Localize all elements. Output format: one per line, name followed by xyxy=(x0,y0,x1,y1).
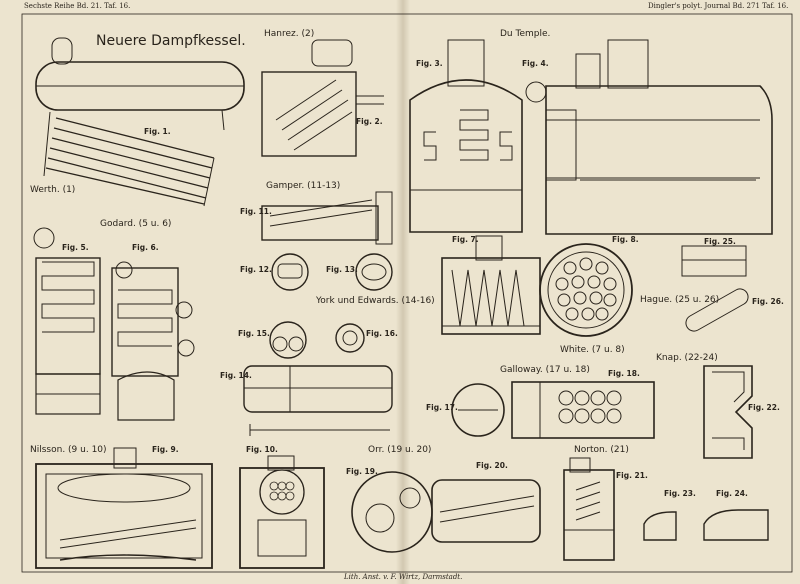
drawing-du-temple-fig3 xyxy=(409,39,523,233)
fig-label-19: Fig. 19. xyxy=(346,467,378,476)
label-gamper: Gamper. (11-13) xyxy=(266,181,341,191)
label-norton: Norton. (21) xyxy=(574,445,629,455)
drawing-galloway xyxy=(451,381,655,439)
fig-label-12: Fig. 12. xyxy=(240,265,272,274)
plate-border xyxy=(21,13,793,573)
fig-label-10: Fig. 10. xyxy=(246,445,278,454)
drawing-nilsson-boiler xyxy=(35,447,213,569)
drawing-knap-details xyxy=(643,509,769,541)
label-hanrez: Hanrez. (2) xyxy=(264,29,315,39)
drawing-norton xyxy=(563,457,615,561)
drawing-hague xyxy=(681,245,749,332)
fig-label-16: Fig. 16. xyxy=(366,329,398,338)
page-gutter xyxy=(396,0,410,584)
drawing-orr xyxy=(351,471,541,553)
fig-label-3: Fig. 3. xyxy=(416,59,443,68)
fig-label-8: Fig. 8. xyxy=(612,235,639,244)
drawing-nilsson-section xyxy=(239,455,325,569)
fig-label-7: Fig. 7. xyxy=(452,235,479,244)
fig-label-14: Fig. 14. xyxy=(220,371,252,380)
label-hague: Hague. (25 u. 26) xyxy=(640,295,720,305)
lithographer-credit: Lith. Anst. v. F. Wirtz, Darmstadt. xyxy=(344,573,463,581)
drawing-godard-boiler xyxy=(33,227,195,421)
label-du-temple: Du Temple. xyxy=(500,29,551,39)
drawing-white-fig8 xyxy=(539,243,633,337)
fig-label-5: Fig. 5. xyxy=(62,243,89,252)
drawing-werth-boiler xyxy=(35,37,245,207)
fig-label-21: Fig. 21. xyxy=(616,471,648,480)
drawing-york-sections xyxy=(269,321,365,359)
drawing-knap xyxy=(703,365,753,459)
drawing-du-temple-fig4 xyxy=(525,39,773,235)
fig-label-26: Fig. 26. xyxy=(752,297,784,306)
fig-label-2: Fig. 2. xyxy=(356,117,383,126)
fig-label-11: Fig. 11. xyxy=(240,207,272,216)
fig-label-17: Fig. 17. xyxy=(426,403,458,412)
label-werth: Werth. (1) xyxy=(30,185,76,195)
fig-label-9: Fig. 9. xyxy=(152,445,179,454)
plate-title: Neuere Dampfkessel. xyxy=(96,33,246,49)
fig-label-15: Fig. 15. xyxy=(238,329,270,338)
label-york-edwards: York und Edwards. (14-16) xyxy=(316,296,435,306)
fig-label-24: Fig. 24. xyxy=(716,489,748,498)
header-right: Dingler's polyt. Journal Bd. 271 Taf. 16… xyxy=(648,2,789,10)
drawing-gamper-boiler xyxy=(261,191,393,245)
drawing-york-longitudinal xyxy=(243,365,393,436)
fig-label-22: Fig. 22. xyxy=(748,403,780,412)
fig-label-4: Fig. 4. xyxy=(522,59,549,68)
label-galloway: Galloway. (17 u. 18) xyxy=(500,365,590,375)
label-nilsson: Nilsson. (9 u. 10) xyxy=(30,445,107,455)
fig-label-18: Fig. 18. xyxy=(608,369,640,378)
fig-label-1: Fig. 1. xyxy=(144,127,171,136)
fig-label-6: Fig. 6. xyxy=(132,243,159,252)
drawing-white-fig7 xyxy=(441,235,541,335)
label-white: White. (7 u. 8) xyxy=(560,345,625,355)
drawing-gamper-sections xyxy=(271,253,393,291)
label-knap: Knap. (22-24) xyxy=(656,353,718,363)
header-left: Sechste Reihe Bd. 21. Taf. 16. xyxy=(24,2,131,10)
fig-label-25: Fig. 25. xyxy=(704,237,736,246)
label-orr: Orr. (19 u. 20) xyxy=(368,445,432,455)
fig-label-13: Fig. 13. xyxy=(326,265,358,274)
drawing-hanrez-boiler xyxy=(261,39,384,157)
fig-label-20: Fig. 20. xyxy=(476,461,508,470)
fig-label-23: Fig. 23. xyxy=(664,489,696,498)
label-godard: Godard. (5 u. 6) xyxy=(100,219,172,229)
